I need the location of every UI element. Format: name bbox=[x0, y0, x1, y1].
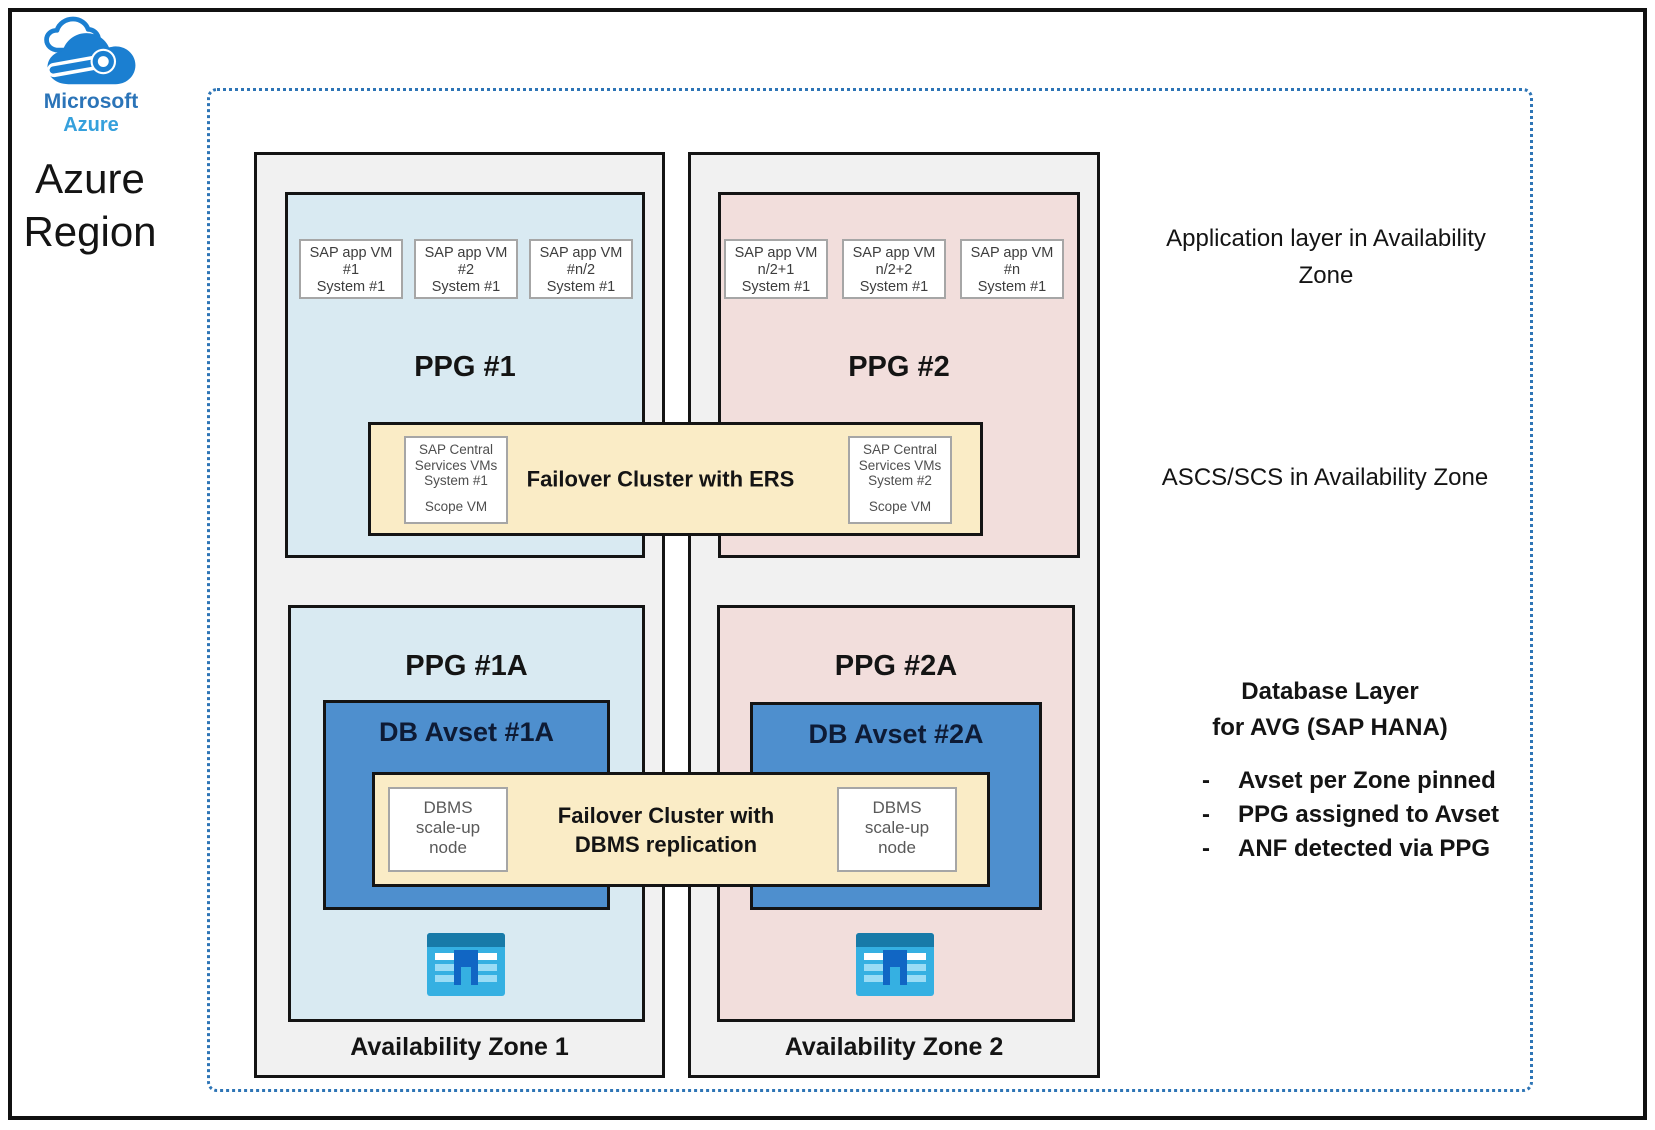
annotation-database-layer: Database Layer for AVG (SAP HANA) bbox=[1150, 674, 1510, 746]
vm-line: n/2+2 bbox=[875, 262, 913, 278]
microsoft-azure-logo: Microsoft Azure bbox=[28, 16, 154, 137]
vm-line: SAP app VM bbox=[970, 245, 1054, 261]
region-title: Azure Region bbox=[6, 152, 174, 258]
annotation-application-layer: Application layer in Availability Zone bbox=[1166, 225, 1486, 289]
sap-app-vm-n2plus1: SAP app VM n/2+1 System #1 bbox=[724, 239, 828, 299]
region-title-line1: Azure bbox=[35, 155, 145, 202]
bullet-item: - ANF detected via PPG bbox=[1202, 832, 1499, 866]
dbms-line: scale-up bbox=[864, 818, 930, 837]
bullet-item: - PPG assigned to Avset bbox=[1202, 798, 1499, 832]
dbms-scale-up-node-1: DBMS scale-up node bbox=[388, 787, 508, 872]
vm-line: System #1 bbox=[546, 279, 616, 295]
ers-band-label: Failover Cluster with ERS bbox=[526, 466, 795, 492]
vm-line: System #1 bbox=[977, 279, 1047, 295]
vm-line: #2 bbox=[457, 262, 475, 278]
dbms-scale-up-node-2: DBMS scale-up node bbox=[837, 787, 957, 872]
vm-line: SAP app VM bbox=[734, 245, 818, 261]
failover-cluster-dbms-band: DBMS scale-up node Failover Cluster with… bbox=[372, 772, 990, 887]
bullet-text: Avset per Zone pinned bbox=[1238, 767, 1496, 794]
cs-line: Services VMs bbox=[858, 457, 942, 473]
vm-line: #1 bbox=[342, 262, 360, 278]
cs-line: SAP Central bbox=[418, 442, 494, 457]
sap-app-vm-1: SAP app VM #1 System #1 bbox=[299, 239, 403, 299]
dbms-line: DBMS bbox=[872, 798, 922, 817]
sap-central-services-vm-system2: SAP Central Services VMs System #2 Scope… bbox=[848, 436, 952, 524]
bullet-dash: - bbox=[1202, 835, 1210, 862]
annotation-database-layer-line2: for AVG (SAP HANA) bbox=[1212, 714, 1448, 741]
bullet-text: ANF detected via PPG bbox=[1238, 835, 1491, 862]
cs-line: SAP Central bbox=[862, 442, 938, 457]
dbms-band-label: Failover Cluster with DBMS replication bbox=[495, 801, 837, 859]
db-avset-2a-label: DB Avset #2A bbox=[808, 719, 984, 749]
sap-app-vm-n2: SAP app VM #n/2 System #1 bbox=[529, 239, 633, 299]
bullet-text: PPG assigned to Avset bbox=[1238, 801, 1499, 828]
bullet-dash: - bbox=[1202, 801, 1210, 828]
availability-zone-2-label: Availability Zone 2 bbox=[784, 1033, 1004, 1061]
dbms-line: DBMS bbox=[423, 798, 473, 817]
ppg-2-label: PPG #2 bbox=[848, 351, 950, 383]
annotation-database-layer-line1: Database Layer bbox=[1241, 678, 1419, 705]
vm-line: SAP app VM bbox=[424, 245, 508, 261]
failover-cluster-ers-band: SAP Central Services VMs System #1 Scope… bbox=[368, 422, 983, 536]
dbms-band-label-line2: DBMS replication bbox=[574, 831, 758, 857]
region-dotted-boundary bbox=[207, 88, 1533, 1092]
dbms-line: node bbox=[429, 838, 467, 857]
bullet-item: - Avset per Zone pinned bbox=[1202, 764, 1499, 798]
sap-app-vm-2: SAP app VM #2 System #1 bbox=[414, 239, 518, 299]
vm-line: SAP app VM bbox=[539, 245, 623, 261]
vm-line: SAP app VM bbox=[309, 245, 393, 261]
cs-line: System #2 bbox=[868, 473, 932, 488]
bullet-dash: - bbox=[1202, 767, 1210, 794]
cs-line: System #1 bbox=[424, 473, 488, 488]
dbms-band-label-line1: Failover Cluster with bbox=[557, 802, 775, 828]
sap-app-vm-n2plus2: SAP app VM n/2+2 System #1 bbox=[842, 239, 946, 299]
annotation-ascs-scs: ASCS/SCS in Availability Zone bbox=[1161, 464, 1489, 491]
diagram-outer-border bbox=[8, 8, 1647, 1120]
anf-storage-icon bbox=[856, 933, 934, 996]
scope-vm-label: Scope VM bbox=[868, 498, 932, 514]
cs-line: Services VMs bbox=[414, 457, 498, 473]
vm-line: #n/2 bbox=[566, 262, 596, 278]
vm-line: System #1 bbox=[316, 279, 386, 295]
ppg-2a-label: PPG #2A bbox=[834, 650, 958, 682]
azure-cloud-icon bbox=[44, 16, 136, 85]
region-title-line2: Region bbox=[23, 208, 157, 255]
dbms-line: node bbox=[878, 838, 916, 857]
scope-vm-label: Scope VM bbox=[424, 498, 488, 514]
dbms-line: scale-up bbox=[415, 818, 481, 837]
sap-app-vm-n: SAP app VM #n System #1 bbox=[960, 239, 1064, 299]
ppg-1a-label: PPG #1A bbox=[405, 650, 528, 682]
anf-storage-icon bbox=[427, 933, 505, 996]
sap-central-services-vm-system1: SAP Central Services VMs System #1 Scope… bbox=[404, 436, 508, 524]
logo-text-azure: Azure bbox=[63, 114, 119, 136]
availability-zone-1-label: Availability Zone 1 bbox=[350, 1033, 569, 1061]
vm-line: System #1 bbox=[431, 279, 501, 295]
db-avset-1a-label: DB Avset #1A bbox=[378, 717, 555, 747]
vm-line: System #1 bbox=[741, 279, 811, 295]
annotation-bullet-list: - Avset per Zone pinned - PPG assigned t… bbox=[1202, 764, 1499, 866]
vm-line: SAP app VM bbox=[852, 245, 936, 261]
logo-text-microsoft: Microsoft bbox=[43, 90, 139, 113]
vm-line: #n bbox=[1003, 262, 1021, 278]
vm-line: n/2+1 bbox=[757, 262, 795, 278]
ppg-1-label: PPG #1 bbox=[414, 351, 516, 383]
vm-line: System #1 bbox=[859, 279, 929, 295]
